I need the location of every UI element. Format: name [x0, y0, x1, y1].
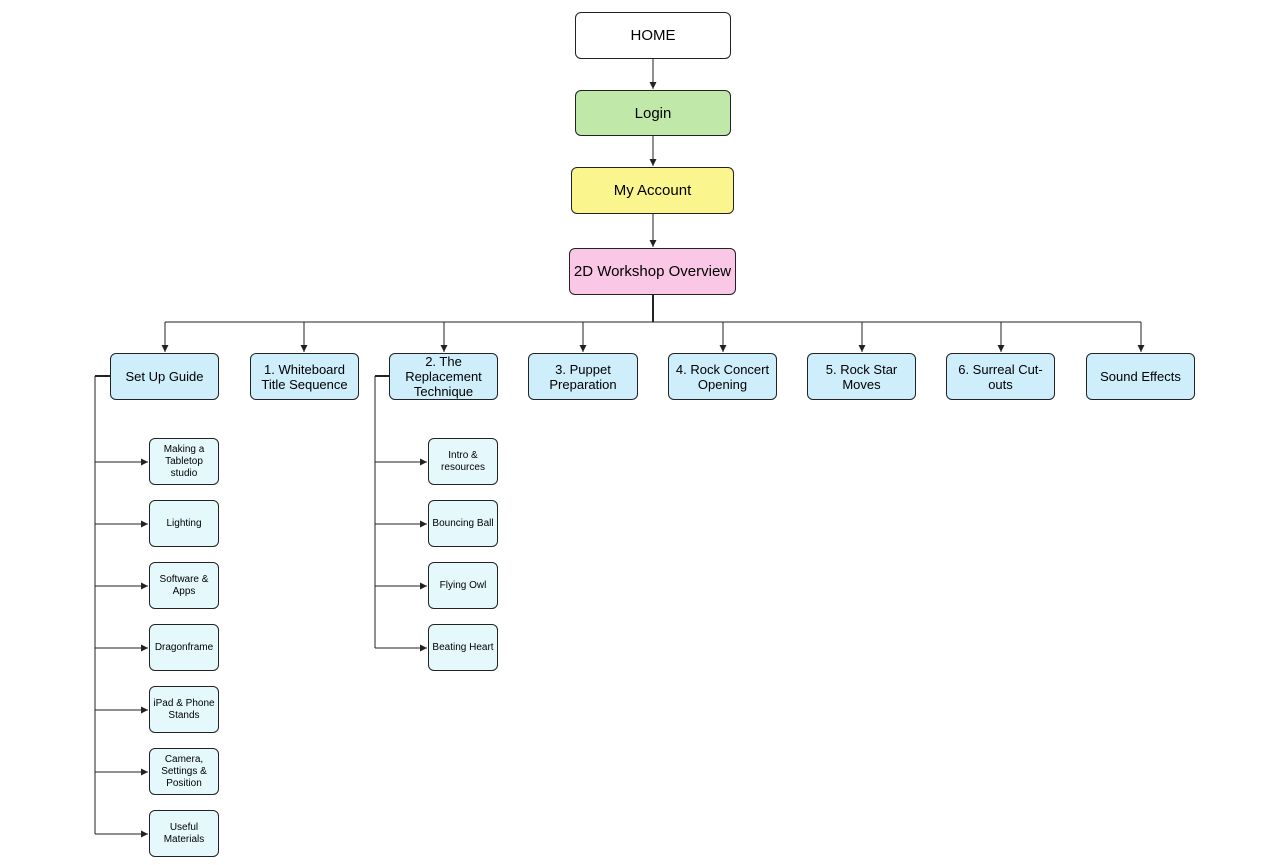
subpage-beating-heart[interactable]: Beating Heart — [428, 624, 498, 671]
section-set-up-guide[interactable]: Set Up Guide — [110, 353, 219, 400]
workshop-overview-node[interactable]: 2D Workshop Overview — [569, 248, 736, 295]
subpage-bouncing-ball[interactable]: Bouncing Ball — [428, 500, 498, 547]
subpage-tabletop-studio[interactable]: Making a Tabletop studio — [149, 438, 219, 485]
subpage-software-apps[interactable]: Software & Apps — [149, 562, 219, 609]
subpage-lighting[interactable]: Lighting — [149, 500, 219, 547]
subpage-dragonframe[interactable]: Dragonframe — [149, 624, 219, 671]
section-puppet-preparation[interactable]: 3. Puppet Preparation — [528, 353, 638, 400]
login-node[interactable]: Login — [575, 90, 731, 136]
section-whiteboard-title-sequence[interactable]: 1. Whiteboard Title Sequence — [250, 353, 359, 400]
subpage-flying-owl[interactable]: Flying Owl — [428, 562, 498, 609]
section-sound-effects[interactable]: Sound Effects — [1086, 353, 1195, 400]
home-node[interactable]: HOME — [575, 12, 731, 59]
subpage-useful-materials[interactable]: Useful Materials — [149, 810, 219, 857]
subpage-camera-settings[interactable]: Camera, Settings & Position — [149, 748, 219, 795]
my-account-node[interactable]: My Account — [571, 167, 734, 214]
section-replacement-technique[interactable]: 2. The Replacement Technique — [389, 353, 498, 400]
section-surreal-cut-outs[interactable]: 6. Surreal Cut-outs — [946, 353, 1055, 400]
section-rock-star-moves[interactable]: 5. Rock Star Moves — [807, 353, 916, 400]
subpage-ipad-phone-stands[interactable]: iPad & Phone Stands — [149, 686, 219, 733]
section-rock-concert-opening[interactable]: 4. Rock Concert Opening — [668, 353, 777, 400]
subpage-intro-resources[interactable]: Intro & resources — [428, 438, 498, 485]
